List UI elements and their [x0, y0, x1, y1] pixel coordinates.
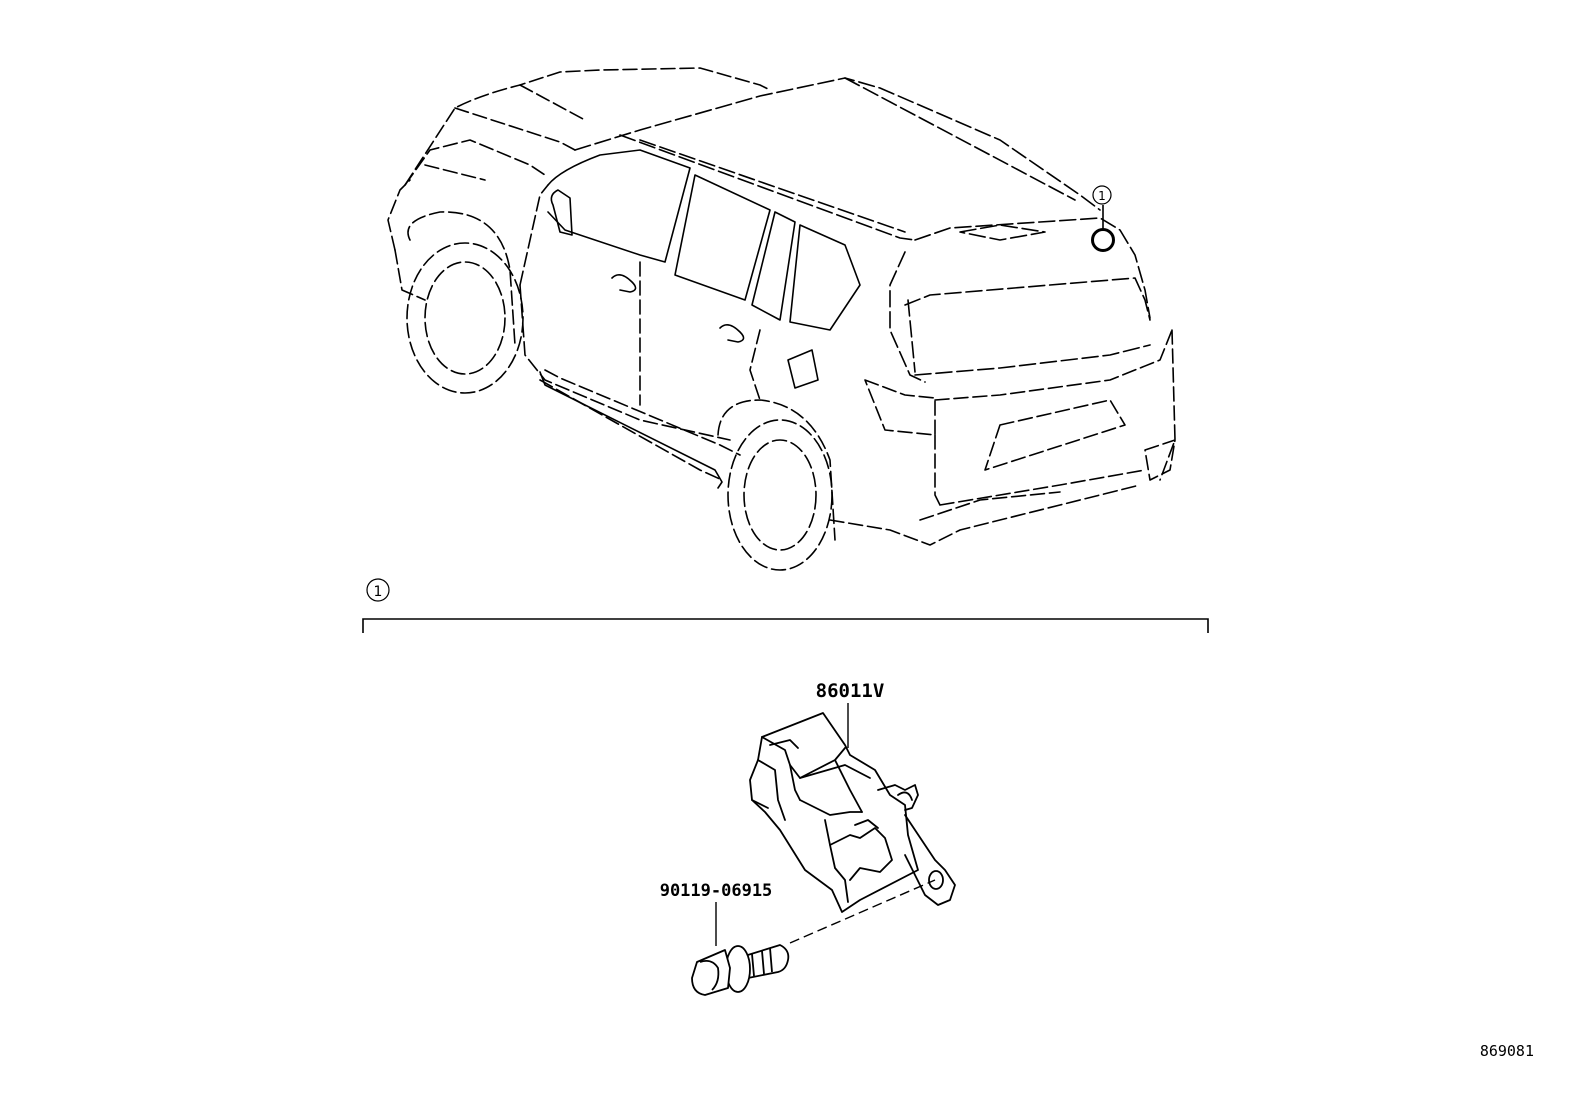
location-marker: [1091, 205, 1115, 252]
section-bracket: [362, 618, 1209, 633]
vehicle-callout: 1: [1092, 185, 1112, 205]
section-callout-label: 1: [374, 584, 383, 600]
part-number-antenna-module: 86011V: [816, 680, 885, 702]
bolt-assembly-line: [789, 879, 936, 944]
vehicle-callout-label: 1: [1098, 189, 1106, 203]
antenna-module-illustration: [749, 712, 956, 913]
bolt-illustration: [691, 944, 790, 996]
vehicle-illustration: [387, 67, 1176, 571]
section-callout: 1: [366, 578, 390, 602]
figure-number: 869081: [1480, 1042, 1534, 1060]
part-number-bolt: 90119-06915: [660, 881, 773, 901]
